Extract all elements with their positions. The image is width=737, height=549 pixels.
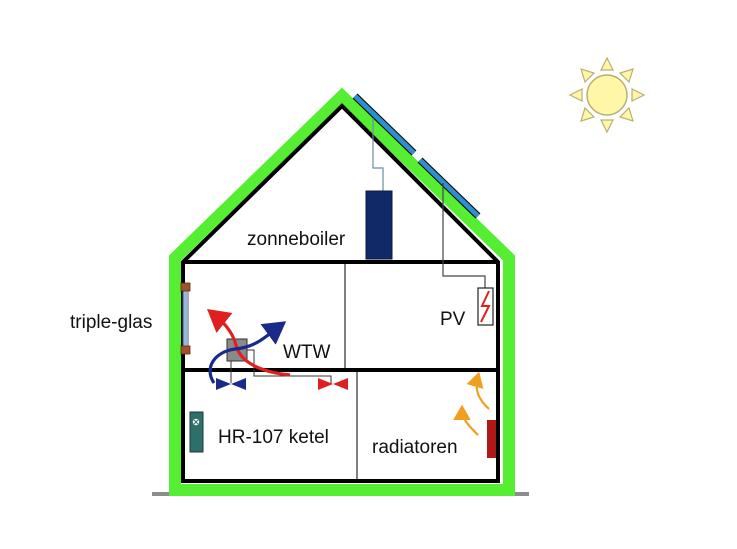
warm-air-arrow bbox=[207, 309, 291, 377]
heat-arrow-upper bbox=[466, 371, 490, 410]
lightning-icon bbox=[480, 290, 491, 323]
hr-107-ketel bbox=[189, 411, 204, 453]
sun-icon bbox=[568, 56, 646, 134]
pv-wiring bbox=[442, 183, 486, 288]
solar-pipe bbox=[372, 118, 384, 192]
zonneboiler-tank bbox=[365, 190, 393, 260]
cold-valve-icon bbox=[216, 378, 246, 390]
pv-panel bbox=[417, 157, 481, 219]
label-pv: PV bbox=[440, 309, 466, 330]
house-walls bbox=[181, 103, 500, 483]
label-radiatoren: radiatoren bbox=[372, 437, 458, 458]
heat-arrow-lower bbox=[453, 404, 479, 436]
wtw-duct bbox=[247, 349, 332, 384]
cold-air-arrow bbox=[208, 321, 287, 384]
label-zonneboiler: zonneboiler bbox=[247, 229, 346, 250]
label-hr-107-ketel: HR-107 ketel bbox=[218, 427, 329, 448]
insulation-outline bbox=[169, 87, 515, 496]
label-wtw: WTW bbox=[283, 342, 331, 363]
triple-glas-window bbox=[180, 282, 191, 355]
label-triple-glas: triple-glas bbox=[70, 312, 152, 333]
warm-valve-icon bbox=[318, 378, 348, 390]
solar-collector-panel bbox=[352, 93, 417, 156]
radiator bbox=[487, 420, 496, 458]
